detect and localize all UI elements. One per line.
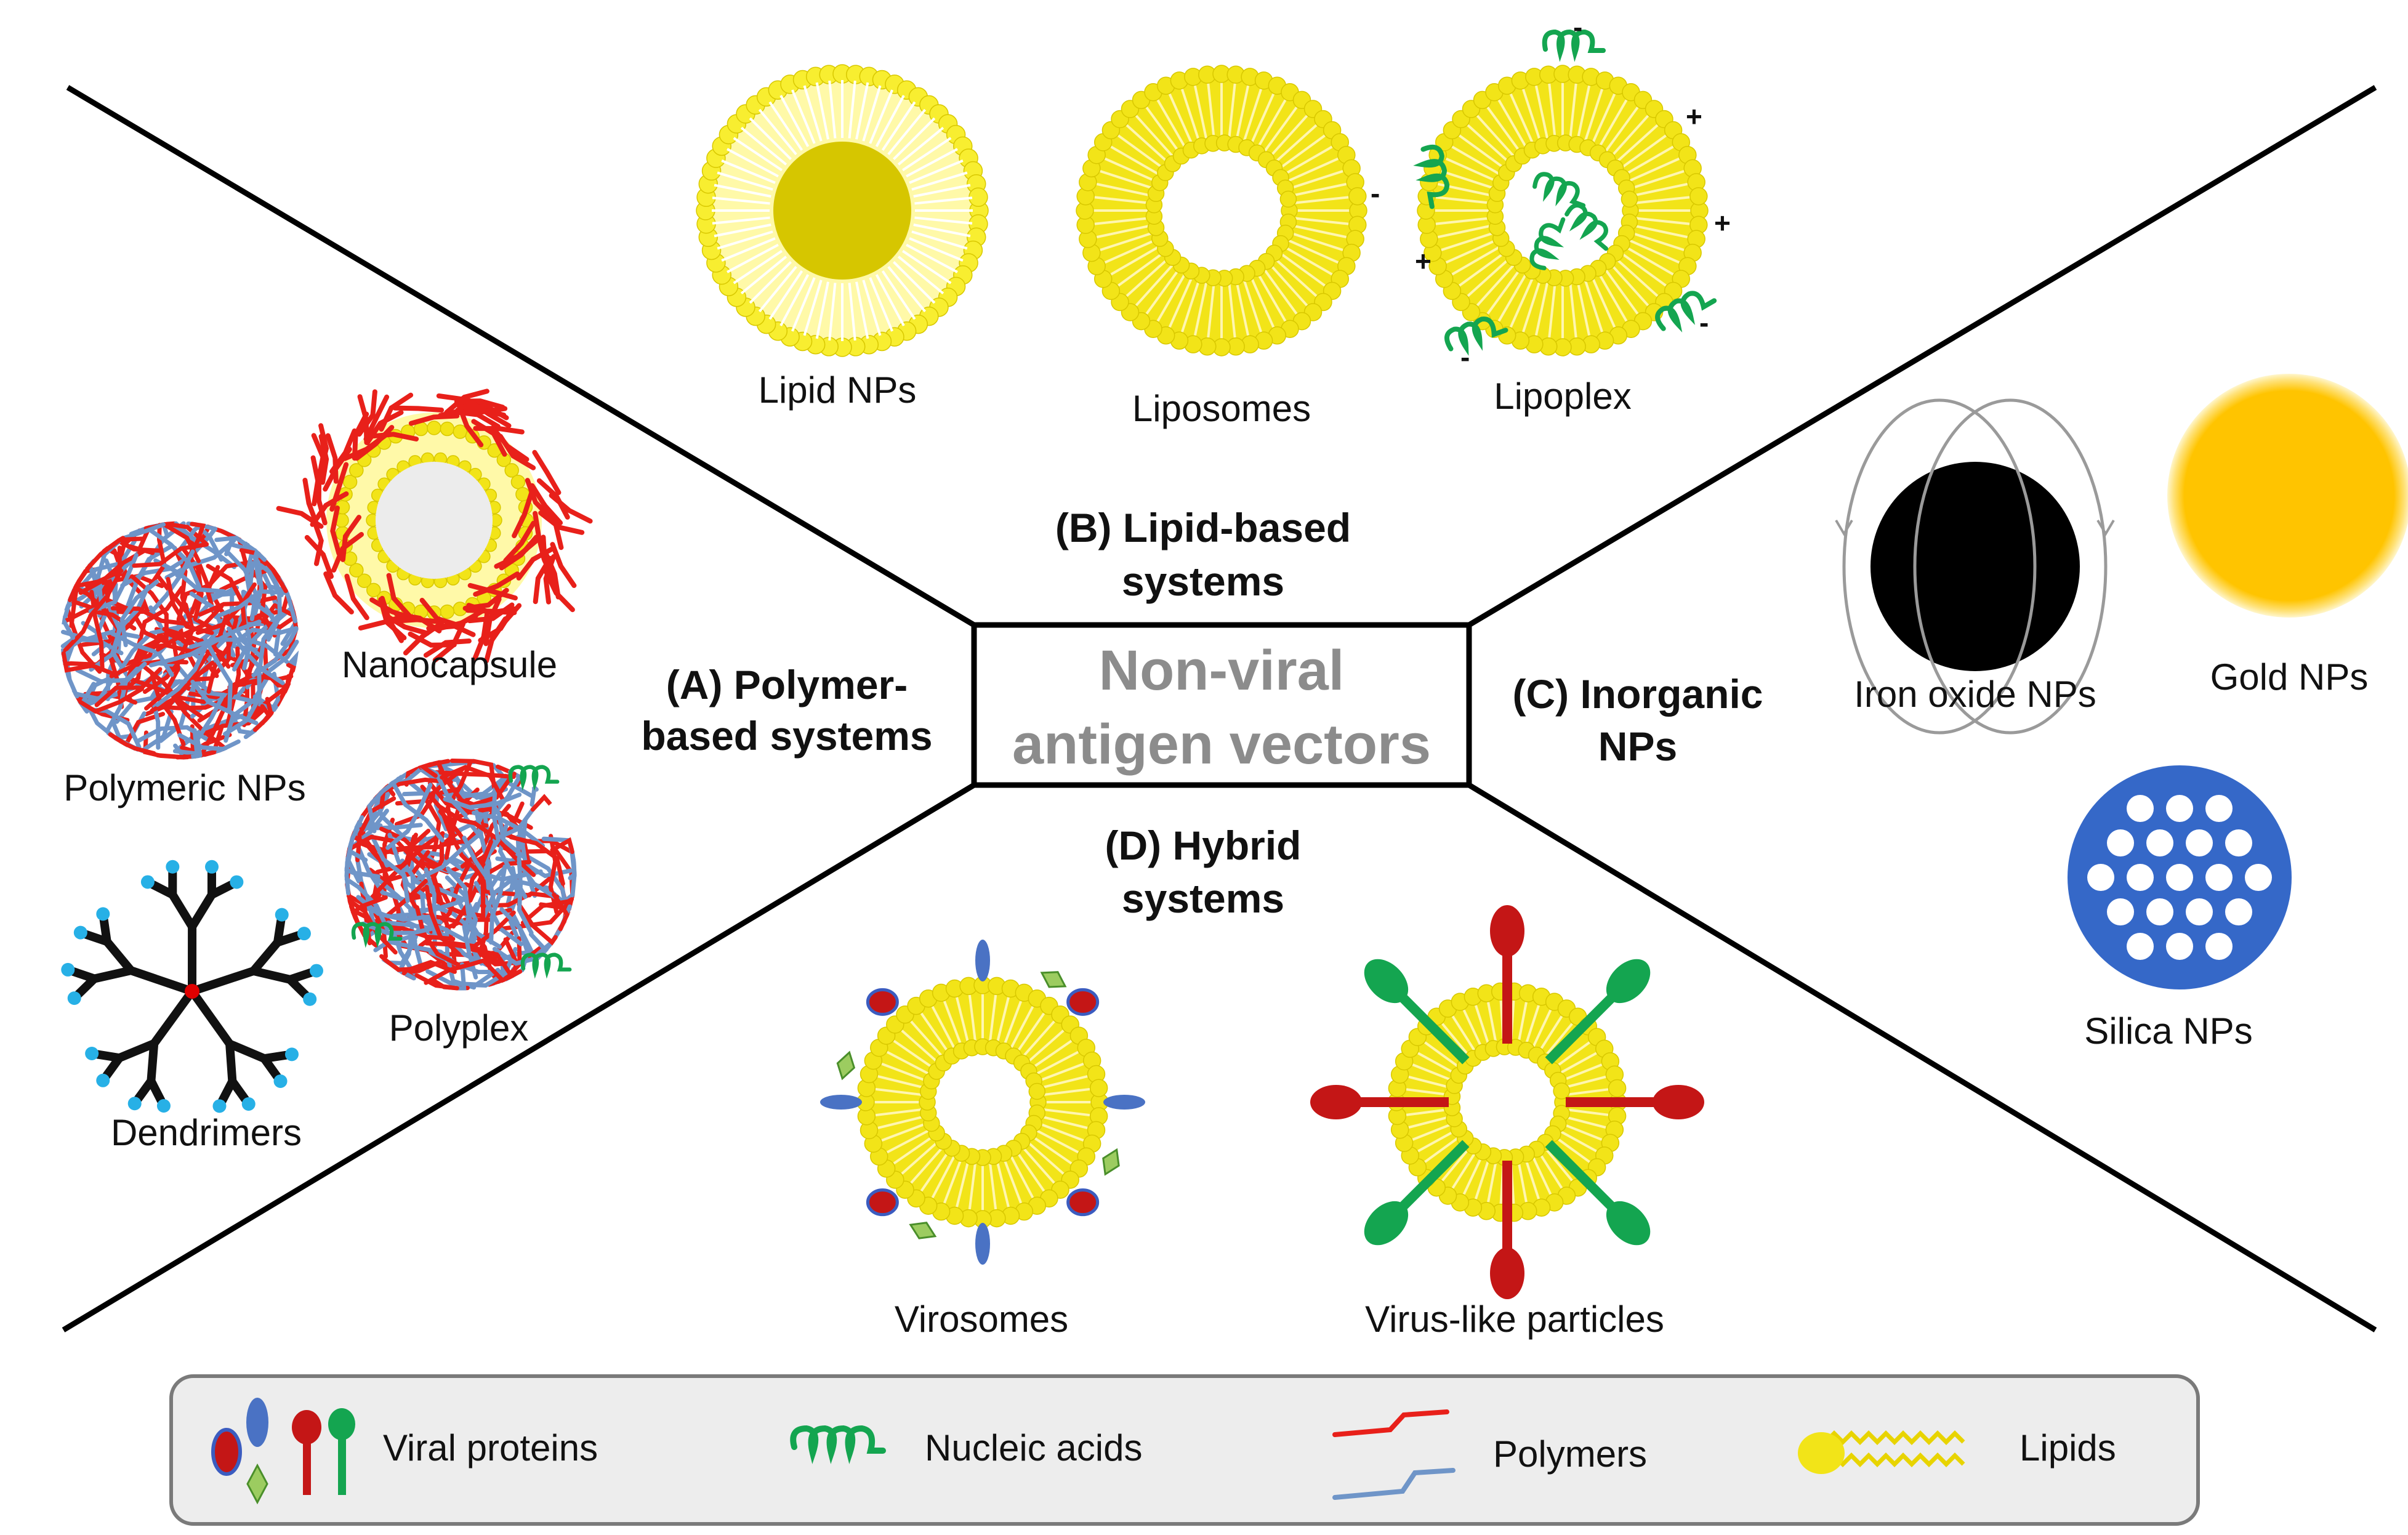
- nucleic-acid-legend-icon: [790, 1425, 886, 1464]
- section-d-line1: (D) Hybrid: [1105, 823, 1302, 868]
- lipid-np-illustration: [696, 64, 989, 357]
- iron-oxide-nps-label: Iron oxide NPs: [1854, 674, 2096, 715]
- virosome-illustration: [820, 940, 1145, 1265]
- section-c-line1: (C) Inorganic: [1513, 671, 1763, 717]
- charge-plus-right: +: [1714, 207, 1731, 239]
- legend-polymers: Polymers: [1493, 1433, 1647, 1475]
- legend-lipids: Lipids: [2019, 1427, 2116, 1469]
- gold-np-illustration: [2167, 374, 2408, 618]
- polyplex-illustration: [344, 759, 577, 991]
- dendrimers-label: Dendrimers: [111, 1112, 302, 1153]
- viral-proteins-legend-icon: [211, 1398, 355, 1505]
- lipid-legend-icon: [1798, 1430, 1965, 1474]
- section-b-line1: (B) Lipid-based: [1055, 505, 1351, 550]
- vlps-label: Virus-like particles: [1365, 1299, 1664, 1340]
- polymeric-np-illustration: [60, 521, 299, 760]
- lipoplex-illustration: [1413, 29, 1717, 357]
- iron-oxide-np-illustration: [1835, 398, 2115, 735]
- charge-plus-left: +: [1415, 245, 1432, 277]
- lipid-nps-label: Lipid NPs: [759, 369, 917, 411]
- polymer-legend-icon: [1332, 1409, 1456, 1500]
- liposome-illustration: [1076, 65, 1367, 357]
- polymeric-nps-label: Polymeric NPs: [63, 767, 305, 808]
- nanocapsule-illustration: [276, 389, 593, 664]
- charge-minus-bottom-right: -: [1699, 307, 1709, 339]
- dendrimer-illustration: [61, 860, 323, 1113]
- divider-lines: [62, 85, 2377, 1332]
- lipoplex-label: Lipoplex: [1494, 376, 1632, 417]
- virosomes-label: Virosomes: [895, 1299, 1068, 1340]
- vlp-illustration: [1310, 905, 1704, 1299]
- legend-nucleic-acids: Nucleic acids: [925, 1427, 1142, 1469]
- central-title-box: Non-viral antigen vectors: [971, 622, 1472, 788]
- charge-minus-left: -: [1371, 177, 1380, 209]
- gold-nps-label: Gold NPs: [2210, 656, 2369, 698]
- legend-viral-proteins: Viral proteins: [383, 1427, 598, 1469]
- charge-minus-bottom-left: -: [1460, 341, 1470, 373]
- section-d-line2: systems: [1122, 876, 1284, 921]
- center-title-line2: antigen vectors: [1012, 713, 1431, 776]
- liposomes-label: Liposomes: [1132, 388, 1311, 429]
- charge-plus-right-top: +: [1686, 100, 1702, 132]
- legend: Viral proteins Nucleic acids Polymers Li…: [169, 1374, 2200, 1526]
- section-a-line2: based systems: [641, 713, 932, 759]
- center-title-line1: Non-viral: [1099, 639, 1345, 702]
- silica-np-illustration: [2068, 765, 2292, 989]
- section-b-line2: systems: [1122, 558, 1284, 604]
- nanocapsule-label: Nanocapsule: [342, 644, 557, 685]
- charge-minus-top: -: [1573, 11, 1582, 43]
- polyplex-label: Polyplex: [389, 1007, 529, 1049]
- lipoplex-charges: - + + - + - -: [1371, 11, 1731, 373]
- section-c-line2: NPs: [1598, 723, 1677, 769]
- section-a-line1: (A) Polymer-: [666, 662, 908, 707]
- silica-nps-label: Silica NPs: [2084, 1010, 2252, 1052]
